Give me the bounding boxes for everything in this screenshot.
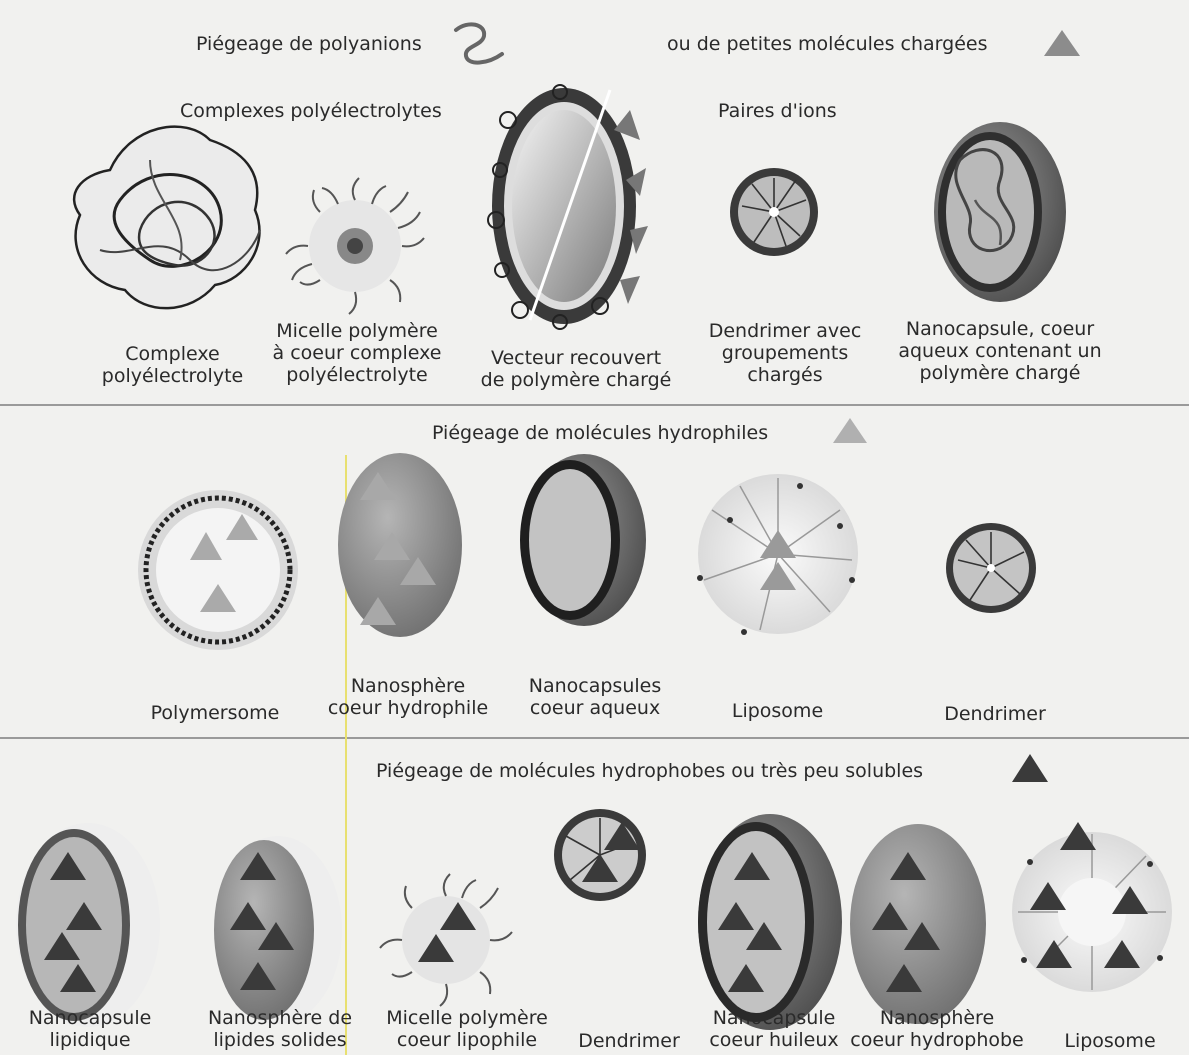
nanocapsules-aqueux-label: Nanocapsules coeur aqueux bbox=[505, 675, 685, 719]
lipophilic-micelle-icon bbox=[380, 874, 512, 1006]
dendrimer-charges-label: Dendrimer avec groupements chargés bbox=[700, 320, 870, 386]
dendrimer-label: Dendrimer bbox=[920, 703, 1070, 725]
liposome-icon bbox=[697, 474, 858, 635]
hydrophobic-dendrimer-icon bbox=[554, 809, 646, 901]
aqueous-nanocapsule-icon bbox=[520, 454, 646, 626]
hydrophilic-molecule-icon bbox=[833, 418, 867, 443]
lipid-nanocapsule-icon bbox=[16, 823, 160, 1027]
hydrophilic-nanosphere-icon bbox=[338, 453, 462, 637]
hydrophobic-liposome-icon bbox=[1012, 822, 1172, 992]
coated-vector-icon bbox=[488, 85, 648, 329]
liposome-label: Liposome bbox=[705, 700, 850, 722]
aqueous-nanocapsule-polymer-icon bbox=[934, 122, 1066, 302]
liposome-hydrophobe-label: Liposome bbox=[1040, 1030, 1180, 1052]
dendrimer-icon bbox=[946, 523, 1036, 613]
nanosphere-hydrophobe-label: Nanosphère coeur hydrophobe bbox=[842, 1007, 1032, 1051]
solid-lipid-nanosphere-icon bbox=[214, 836, 342, 1024]
hydrophobic-molecule-icon bbox=[1012, 754, 1048, 782]
polyelectrolyte-complex-icon bbox=[74, 127, 260, 309]
charged-molecule-icon bbox=[1044, 30, 1080, 56]
hydrophobic-nanosphere-icon bbox=[850, 824, 986, 1024]
nanosphere-hydrophile-label: Nanosphère coeur hydrophile bbox=[313, 675, 503, 719]
complexe-label: Complexe polyélectrolyte bbox=[85, 343, 260, 387]
polyelectrolyte-micelle-icon bbox=[286, 178, 424, 314]
nanosphere-lipides-label: Nanosphère de lipides solides bbox=[195, 1007, 365, 1051]
micelle-complexe-label: Micelle polymère à coeur complexe polyél… bbox=[262, 320, 452, 386]
nanocapsule-huileux-label: Nanocapsule coeur huileux bbox=[688, 1007, 860, 1051]
nanocapsule-aqueux-label: Nanocapsule, coeur aqueux contenant un p… bbox=[880, 318, 1120, 384]
polymersome-icon bbox=[138, 490, 298, 650]
nanocapsule-lipidique-label: Nanocapsule lipidique bbox=[10, 1007, 170, 1051]
polymersome-label: Polymersome bbox=[130, 702, 300, 724]
charged-dendrimer-icon bbox=[730, 168, 818, 256]
polyanion-icon bbox=[456, 24, 502, 62]
vecteur-label: Vecteur recouvert de polymère chargé bbox=[470, 347, 682, 391]
oily-nanocapsule-icon bbox=[698, 814, 842, 1030]
micelle-lipophile-label: Micelle polymère coeur lipophile bbox=[372, 1007, 562, 1051]
dendrimer-hydrophobe-label: Dendrimer bbox=[564, 1030, 694, 1052]
